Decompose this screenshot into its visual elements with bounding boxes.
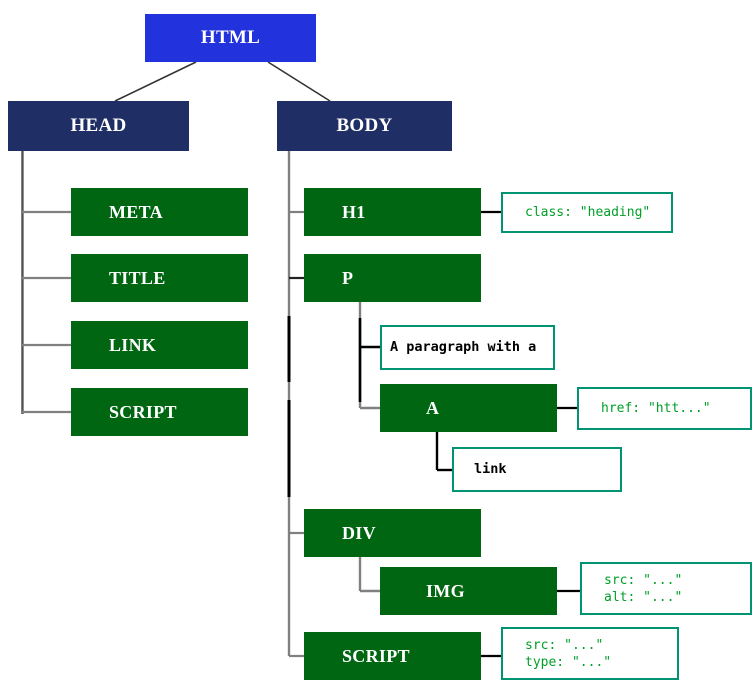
node-html-label: HTML bbox=[200, 27, 261, 48]
node-script-head[interactable]: SCRIPT bbox=[71, 388, 248, 436]
node-a-label: A bbox=[426, 397, 440, 418]
attrbox-img-src-alt-text: src: "..." alt: "..." bbox=[604, 572, 683, 605]
node-head-label: HEAD bbox=[70, 115, 127, 136]
attrbox-a-href[interactable]: href: "htt..." bbox=[577, 387, 752, 430]
node-p-label: P bbox=[342, 267, 354, 288]
node-link-label: LINK bbox=[109, 334, 157, 355]
attrbox-a-href-text: href: "htt..." bbox=[601, 401, 711, 416]
edge-html-body bbox=[267, 61, 331, 102]
edge-html-head bbox=[114, 61, 197, 102]
attrbox-script-src-type[interactable]: src: "..." type: "..." bbox=[501, 627, 679, 680]
node-img[interactable]: IMG bbox=[380, 567, 557, 615]
node-script-body-label: SCRIPT bbox=[342, 645, 410, 666]
node-h1-label: H1 bbox=[342, 201, 366, 222]
node-h1[interactable]: H1 bbox=[304, 188, 481, 236]
node-html[interactable]: HTML bbox=[145, 14, 316, 62]
attrbox-img-src-alt[interactable]: src: "..." alt: "..." bbox=[580, 562, 752, 615]
textnode-paragraph-text: A paragraph with a bbox=[390, 339, 537, 355]
node-title[interactable]: TITLE bbox=[71, 254, 248, 302]
attrbox-script-src-type-text: src: "..." type: "..." bbox=[525, 637, 612, 670]
node-meta-label: META bbox=[109, 201, 163, 222]
node-div[interactable]: DIV bbox=[304, 509, 481, 557]
node-div-label: DIV bbox=[342, 522, 376, 543]
attrbox-h1-class-text: class: "heading" bbox=[525, 205, 651, 220]
node-link[interactable]: LINK bbox=[71, 321, 248, 369]
node-title-label: TITLE bbox=[109, 267, 166, 288]
node-head[interactable]: HEAD bbox=[8, 101, 189, 151]
node-script-head-label: SCRIPT bbox=[109, 401, 177, 422]
textnode-paragraph[interactable]: A paragraph with a bbox=[380, 325, 555, 370]
node-img-label: IMG bbox=[426, 580, 465, 601]
node-meta[interactable]: META bbox=[71, 188, 248, 236]
textnode-link[interactable]: link bbox=[452, 447, 622, 492]
node-body-label: BODY bbox=[336, 115, 393, 136]
node-body[interactable]: BODY bbox=[277, 101, 452, 151]
textnode-link-text: link bbox=[474, 461, 507, 477]
node-script-body[interactable]: SCRIPT bbox=[304, 632, 481, 680]
attrbox-h1-class[interactable]: class: "heading" bbox=[501, 192, 673, 233]
node-p[interactable]: P bbox=[304, 254, 481, 302]
node-a[interactable]: A bbox=[380, 384, 557, 432]
